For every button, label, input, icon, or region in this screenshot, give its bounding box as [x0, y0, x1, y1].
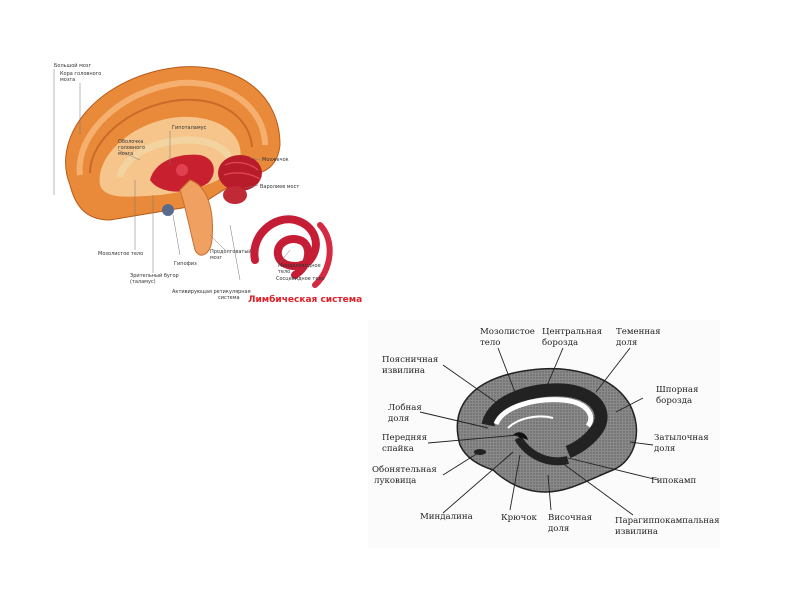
corpus-callosum-shape	[116, 136, 234, 179]
label-corpus-callosum: Мозолистое тело	[98, 251, 143, 257]
label-parietal-2: доля	[616, 338, 637, 348]
label-medulla-2: мозг	[210, 255, 222, 261]
label-calcarine-1: Шпорная	[656, 385, 698, 395]
label-temporal-2: доля	[548, 524, 569, 534]
figure-title: Лимбическая система	[248, 294, 362, 305]
label-hypothalamus: Гипоталамус	[172, 125, 207, 131]
label-medulla-1: Продолговатый	[210, 248, 252, 255]
label-thalamus-1: Зрительный бугор	[130, 272, 179, 279]
hippocampus-curve	[514, 435, 569, 466]
label-cerebrum: Большой мозг	[54, 62, 92, 69]
corpus-callosum-arc	[493, 397, 594, 428]
label-membrane-1: Оболочка	[118, 139, 143, 145]
label-temporal-1: Височная	[548, 513, 592, 523]
label-occipital-2: доля	[654, 444, 675, 454]
label-reticular-1: Активирующая ретикулярная	[172, 289, 251, 295]
label-amygdala-1: Миндалевидное	[278, 263, 321, 269]
label-olfactory-1: Обонятельная	[372, 464, 437, 475]
label-pons: Варолиев мост	[260, 184, 299, 190]
brainstem-shape	[179, 179, 214, 256]
label-thalamus-2: (таламус)	[130, 279, 156, 285]
cortex-folds	[76, 79, 268, 176]
label-commissure-2: спайка	[382, 444, 414, 454]
label-membrane-3: мозга	[118, 151, 133, 157]
label-central-sulcus-1: Центральная	[542, 327, 602, 337]
medial-brain-diagram: Мозолистое тело Центральная борозда Теме…	[368, 320, 720, 548]
pituitary-shape	[162, 204, 174, 216]
label-olfactory-2: луковица	[374, 476, 416, 486]
label-corpus-callosum-1: Мозолистое	[480, 327, 535, 337]
pons-shape	[223, 186, 247, 204]
label-mammillary: Сосцевидное тело	[276, 276, 325, 282]
label-cerebellum: Мозжечок	[262, 157, 289, 163]
label-cortex-2: мозга	[60, 77, 75, 83]
label-central-sulcus-2: борозда	[542, 337, 578, 348]
label-parietal-1: Теменная	[616, 327, 661, 337]
limbic-system-illustration: Большой мозг Кора головного мозга Оболоч…	[40, 55, 370, 315]
label-cingulate-1: Поясничная	[382, 355, 438, 365]
label-calcarine-2: борозда	[656, 395, 692, 406]
label-reticular-2: система	[218, 295, 240, 301]
label-amygdala-2: тело	[278, 269, 290, 275]
label-frontal-2: доля	[388, 414, 409, 424]
label-hippocampus: Гипокамп	[651, 476, 696, 486]
label-pituitary: Гипофиз	[174, 261, 197, 267]
label-commissure-1: Передняя	[382, 433, 427, 443]
label-membrane-2: головного	[118, 145, 145, 151]
label-cortex-1: Кора головного	[60, 71, 101, 77]
label-occipital-1: Затылочная	[654, 433, 709, 443]
label-frontal-1: Лобная	[388, 402, 422, 413]
label-parahippocampal-1: Парагиппокампальная	[615, 516, 720, 526]
hippocampus-coil	[250, 215, 320, 279]
label-cingulate-2: извилина	[382, 366, 425, 376]
cingulate-ring	[481, 383, 608, 459]
label-parahippocampal-2: извилина	[615, 527, 658, 537]
label-uncus: Крючок	[501, 513, 537, 523]
label-corpus-callosum-2: тело	[480, 338, 500, 348]
label-amygdala: Миндалина	[420, 512, 473, 522]
